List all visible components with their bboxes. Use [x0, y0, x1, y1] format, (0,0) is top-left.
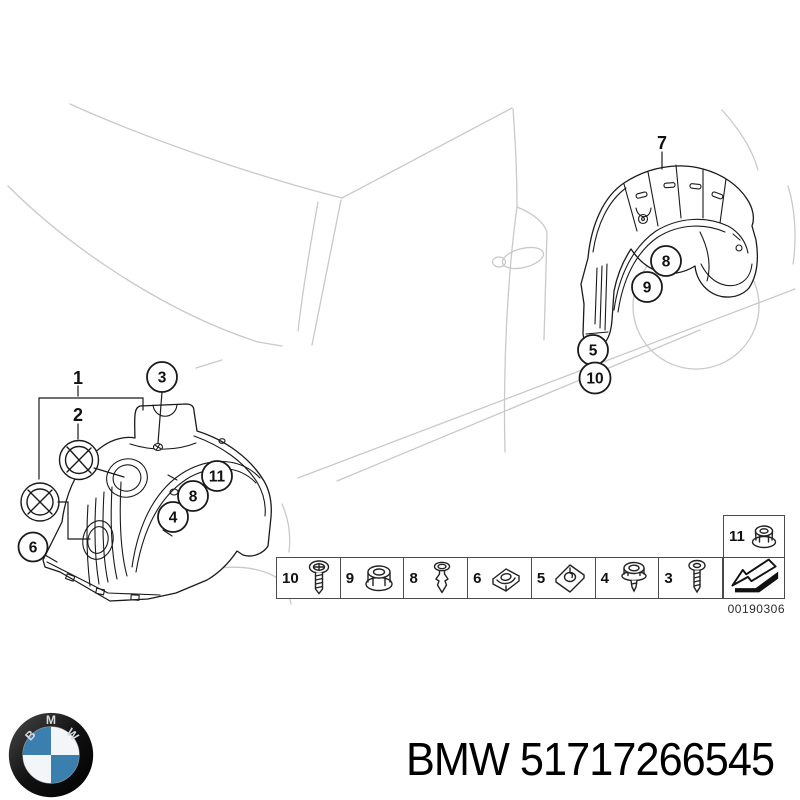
pan-screw-icon	[675, 559, 720, 597]
callout-8-rear: 8	[650, 245, 682, 277]
legend-cell-6: 6	[467, 558, 531, 598]
grommet-caps	[20, 439, 100, 522]
legend-cell-5-number: 5	[536, 569, 546, 587]
callout-3: 3	[146, 361, 178, 393]
diagram-image-code: 00190306	[727, 602, 785, 616]
legend-cell-9-number: 9	[345, 569, 355, 587]
legend-cell-8: 8	[403, 558, 467, 598]
legend-corner-box: 11	[723, 515, 785, 599]
legend-cell-3: 3	[658, 558, 722, 598]
part-number-labels: 1 2 7	[73, 133, 667, 425]
legend-cell-10: 10	[277, 558, 340, 598]
callout-balloons: 3 4 8 11 6 8 9	[17, 245, 682, 563]
product-title: BMW 51717266545	[406, 732, 775, 786]
leader-lines	[38, 151, 663, 563]
legend-cell-4-number: 4	[600, 569, 609, 587]
logo-letter-m: M	[46, 713, 56, 727]
bmw-logo: B M W	[3, 710, 99, 800]
screw-icon	[301, 559, 338, 597]
legend-cell-5: 5	[530, 558, 595, 598]
bolt-washer-icon	[611, 560, 656, 596]
svg-text:5: 5	[589, 343, 598, 360]
svg-text:9: 9	[643, 280, 652, 297]
legend-cell-11-number: 11	[729, 528, 745, 545]
label-group-2: 2	[73, 405, 83, 425]
label-group-1: 1	[73, 368, 83, 388]
legend-cell-10-number: 10	[282, 569, 299, 587]
legend-cell-9: 9	[339, 558, 404, 598]
legend-cell-3-number: 3	[664, 569, 673, 587]
legend-cell-11: 11	[724, 516, 784, 558]
flange-nut-icon	[356, 561, 401, 595]
legend-arrow-cell	[724, 558, 784, 598]
legend-cell-8-number: 8	[409, 569, 418, 587]
legend-cell-4: 4	[594, 558, 659, 598]
part-number: 51717266545	[519, 733, 775, 785]
flange-nut-icon	[747, 523, 782, 551]
svg-text:6: 6	[29, 540, 38, 557]
front-wheel-arch-liner	[42, 403, 272, 602]
svg-text:8: 8	[662, 254, 671, 271]
svg-text:10: 10	[586, 371, 603, 388]
clamp-nut-icon	[484, 563, 529, 593]
callout-4: 4	[157, 501, 189, 533]
callout-10: 10	[578, 361, 612, 395]
callout-8-front: 8	[177, 480, 209, 512]
svg-text:4: 4	[169, 510, 178, 527]
svg-text:8: 8	[189, 489, 198, 506]
speed-nut-icon	[547, 562, 592, 594]
callout-5: 5	[577, 334, 609, 366]
label-rear-liner-7: 7	[657, 133, 667, 153]
fastener-legend-strip: 10 9	[276, 557, 723, 599]
brand-name: BMW	[406, 733, 510, 785]
direction-arrow-icon	[727, 557, 781, 600]
expansion-rivet-icon	[420, 560, 465, 596]
svg-text:3: 3	[158, 370, 167, 387]
callout-6: 6	[17, 531, 49, 563]
callout-11: 11	[201, 460, 233, 492]
legend-cell-6-number: 6	[473, 569, 482, 587]
svg-text:11: 11	[209, 469, 226, 486]
callout-9: 9	[631, 271, 663, 303]
